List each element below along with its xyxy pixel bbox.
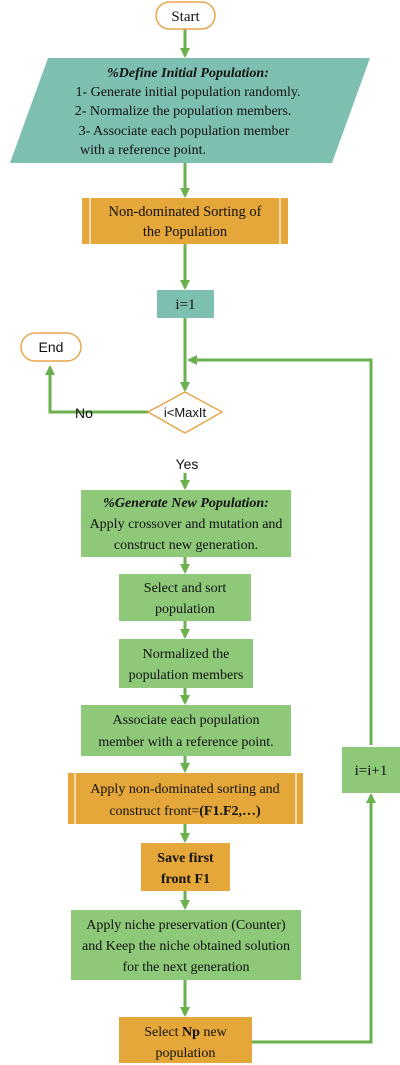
initial-sorting-node: Non-dominated Sorting of the Population — [82, 198, 288, 244]
define-line-3: 3- Associate each population member — [79, 124, 290, 139]
select-sort-line-2: population — [155, 602, 215, 617]
define-line-2: 2- Normalize the population members. — [75, 104, 292, 119]
generate-heading: %Generate New Population: — [103, 496, 269, 511]
select-sort-node: Select and sort population — [119, 574, 251, 621]
increment-label: i=i+1 — [355, 763, 388, 779]
decision-node: i<MaxIt — [146, 391, 224, 434]
edge-selectnp-increment — [252, 793, 376, 1044]
end-label: End — [39, 339, 64, 355]
select-np-line-2: population — [156, 1046, 216, 1061]
no-label: No — [75, 405, 93, 421]
niche-line-1: Apply niche preservation (Counter) — [86, 918, 286, 933]
define-line-4: with a reference point. — [80, 143, 206, 158]
select-np-symbol: Np — [182, 1025, 200, 1040]
niche-preservation-node: Apply niche preservation (Counter) and K… — [71, 910, 301, 980]
define-initial-population-node: %Define Initial Population: 1- Generate … — [10, 58, 370, 163]
save-front-node: Save first front F1 — [141, 843, 230, 891]
define-line-1: 1- Generate initial population randomly. — [76, 85, 301, 100]
define-heading: %Define Initial Population: — [107, 66, 269, 81]
associate-node: Associate each population member with a … — [81, 705, 291, 756]
niche-line-3: for the next generation — [122, 960, 249, 975]
associate-line-2: member with a reference point. — [98, 735, 273, 750]
increment-node: i=i+1 — [342, 747, 400, 793]
init-counter-label: i=1 — [175, 297, 195, 313]
normalize-line-2: population members — [129, 668, 244, 683]
select-np-node: Select Np new population — [119, 1017, 252, 1063]
associate-line-1: Associate each population — [113, 713, 260, 728]
niche-line-2: and Keep the niche obtained solution — [82, 939, 290, 954]
init-counter-node: i=1 — [157, 290, 214, 318]
end-node: End — [20, 332, 82, 362]
nds-line-1: Apply non-dominated sorting and — [90, 782, 279, 797]
select-np-suffix: new — [200, 1025, 228, 1040]
nds-front-node: Apply non-dominated sorting and construc… — [68, 773, 303, 824]
start-node: Start — [155, 1, 216, 30]
nds-line-2: construct front=(F1.F2,…) — [109, 804, 261, 819]
decision-label: i<MaxIt — [164, 405, 207, 420]
select-np-prefix: Select — [144, 1025, 182, 1040]
generate-line-2: construct new generation. — [114, 538, 258, 553]
select-sort-line-1: Select and sort — [144, 581, 227, 596]
normalize-line-1: Normalized the — [143, 647, 230, 662]
save-front-line-1: Save first — [157, 851, 214, 866]
generate-line-1: Apply crossover and mutation and — [90, 517, 283, 532]
connectors — [45, 29, 376, 1044]
nds-fronts-notation: (F1.F2,…) — [199, 804, 261, 819]
save-front-line-2: front F1 — [161, 872, 210, 887]
select-np-line-1: Select Np new — [144, 1025, 227, 1040]
initial-sorting-line-2: the Population — [143, 224, 228, 240]
edge-decision-end — [45, 365, 148, 414]
yes-label: Yes — [176, 456, 199, 472]
normalize-node: Normalized the population members — [119, 639, 253, 688]
initial-sorting-line-1: Non-dominated Sorting of — [108, 204, 261, 220]
generate-population-node: %Generate New Population: Apply crossove… — [81, 490, 291, 557]
start-label: Start — [171, 9, 200, 25]
edge-increment-loop — [187, 355, 373, 745]
nds-line-2-text: construct front= — [109, 804, 199, 819]
